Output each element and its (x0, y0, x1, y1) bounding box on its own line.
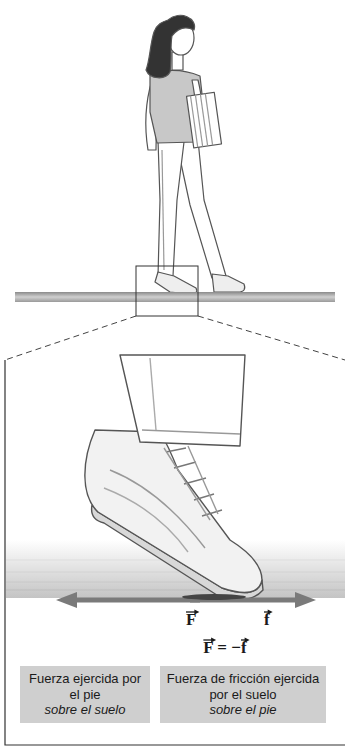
woman-figure-part-part (205, 94, 212, 145)
shoe-drawing (85, 355, 263, 600)
woman-figure-part (187, 92, 222, 147)
force-arrows (56, 592, 316, 608)
woman-figure-part-part (187, 92, 222, 147)
force-arrows-part (182, 594, 246, 600)
box-emphasis-text: sobre el suelo (26, 702, 144, 718)
inset-ground-part (6, 590, 345, 591)
shoe-drawing-part (142, 430, 240, 434)
shoe-drawing-part (120, 355, 245, 446)
shoe-drawing-part (164, 446, 218, 520)
inset-ground-part (6, 572, 345, 573)
label-box: Fuerza ejercida por el piesobre el suelo (20, 666, 150, 723)
woman-figure-part (176, 140, 226, 278)
label-box: Fuerza de fricción ejercida por el suelo… (160, 666, 326, 723)
vector-label: F (186, 608, 196, 632)
woman-figure-part (155, 272, 197, 294)
force-arrows-part (56, 592, 77, 608)
box-emphasis-text: sobre el pie (166, 702, 320, 718)
vector-equation: F = −f (203, 636, 246, 660)
woman-figure-part (146, 15, 195, 77)
floor-band (15, 292, 335, 302)
shoe-drawing-part (104, 488, 188, 552)
woman-figure-part (158, 140, 184, 276)
woman-figure (146, 15, 245, 294)
inset-ground-part (6, 582, 345, 583)
force-arrows-part (74, 598, 200, 603)
vector-label: f (264, 608, 270, 632)
box-text: Fuerza ejercida por el pie (26, 671, 144, 702)
force-arrows-part (295, 592, 316, 608)
zoom-line (198, 316, 345, 360)
zoom-line (5, 316, 136, 360)
woman-figure-part (162, 150, 164, 270)
box-text: Fuerza de fricción ejercida por el suelo (166, 671, 320, 702)
zoom-box (136, 266, 198, 316)
shoe-drawing-part (150, 358, 156, 430)
woman-figure-part (212, 274, 245, 292)
shoe-drawing-part (85, 430, 262, 593)
